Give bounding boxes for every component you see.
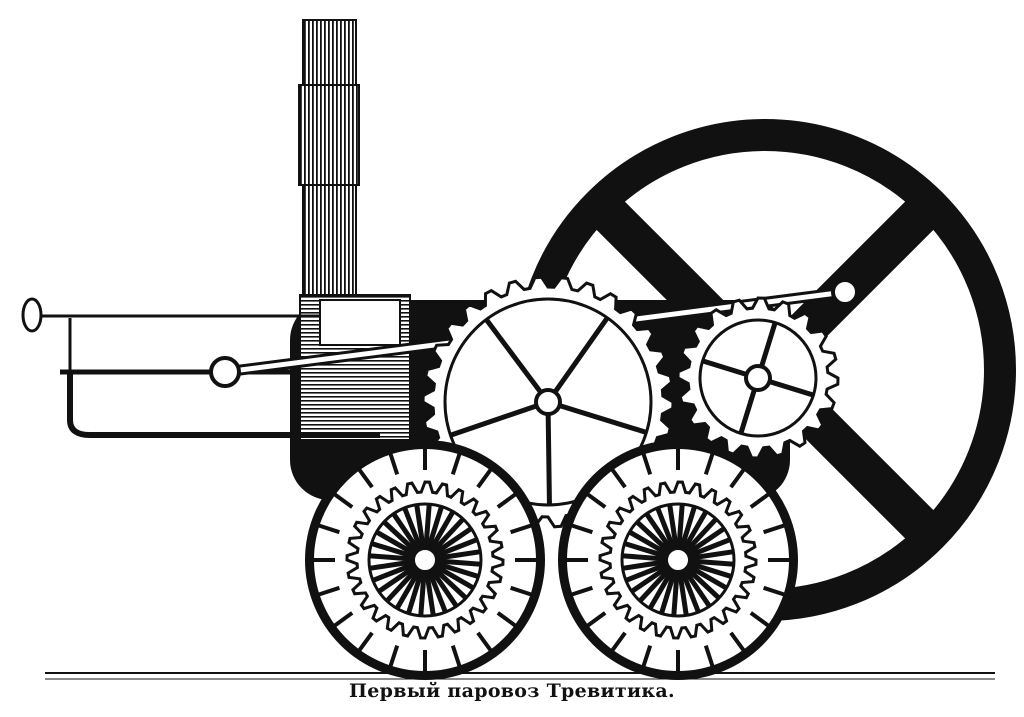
gear-train [305, 275, 840, 680]
large-gear-spoke [547, 399, 648, 435]
large-gear-spoke [449, 399, 549, 438]
front-driving-wheel-segment [317, 585, 341, 597]
rear-driving-wheel-segment [729, 468, 746, 489]
rear-driving-wheel-segment [749, 492, 770, 509]
rear-driving-wheel-segment [641, 452, 653, 476]
front-driving-wheel-segment [450, 452, 462, 476]
front-driving-wheel-segment [509, 585, 533, 597]
figure-caption: Первый паровоз Тревитика. [349, 680, 675, 702]
front-driving-wheel-segment [509, 523, 533, 535]
front-driving-wheel-inner-gear-hub [411, 546, 439, 574]
front-driving-wheel-segment [317, 523, 341, 535]
front-driving-wheel-segment [496, 611, 517, 628]
rear-driving-wheel-segment [570, 585, 594, 597]
chimney [298, 19, 360, 296]
front-driving-wheel-segment [476, 631, 493, 652]
rear-driving-wheel-segment [749, 611, 770, 628]
front-driving-wheel-segment [388, 452, 400, 476]
front-driving-wheel-inner-gear-rim [367, 502, 483, 618]
front-driving-wheel-segment [450, 644, 462, 668]
front-driving-wheel-segment [388, 644, 400, 668]
rear-driving-wheel-segment [729, 631, 746, 652]
rear-driving-wheel-inner-gear-hub [664, 546, 692, 574]
rear-driving-wheel-segment [641, 644, 653, 668]
front-driving-wheel-segment [333, 492, 354, 509]
large-gear-hub [534, 388, 562, 416]
front-driving-wheel-segment [333, 611, 354, 628]
front-driving-wheel-segment [357, 631, 374, 652]
rear-driving-wheel-segment [610, 631, 627, 652]
front-driving-wheel-segment [476, 468, 493, 489]
large-gear-spoke [545, 316, 610, 404]
rear-driving-wheel-segment [703, 452, 715, 476]
rear-driving-wheel-inner-gear-rim [620, 502, 736, 618]
rear-driving-wheel-segment [586, 611, 607, 628]
rear-driving-wheel-segment [762, 523, 786, 535]
front-driving-wheel-segment [357, 468, 374, 489]
rear-driving-wheel-segment [610, 468, 627, 489]
small-gear-rim [698, 318, 818, 438]
small-gear-hub [744, 364, 772, 392]
rail-lines [45, 672, 995, 680]
front-driving-wheel-segment [496, 492, 517, 509]
rear-driving-wheel-segment [703, 644, 715, 668]
rear-driving-wheel-segment [570, 523, 594, 535]
rear-driving-wheel-segment [762, 585, 786, 597]
large-gear-spoke [484, 318, 551, 404]
rear-driving-wheel-segment [586, 492, 607, 509]
large-gear-spoke [545, 401, 552, 506]
